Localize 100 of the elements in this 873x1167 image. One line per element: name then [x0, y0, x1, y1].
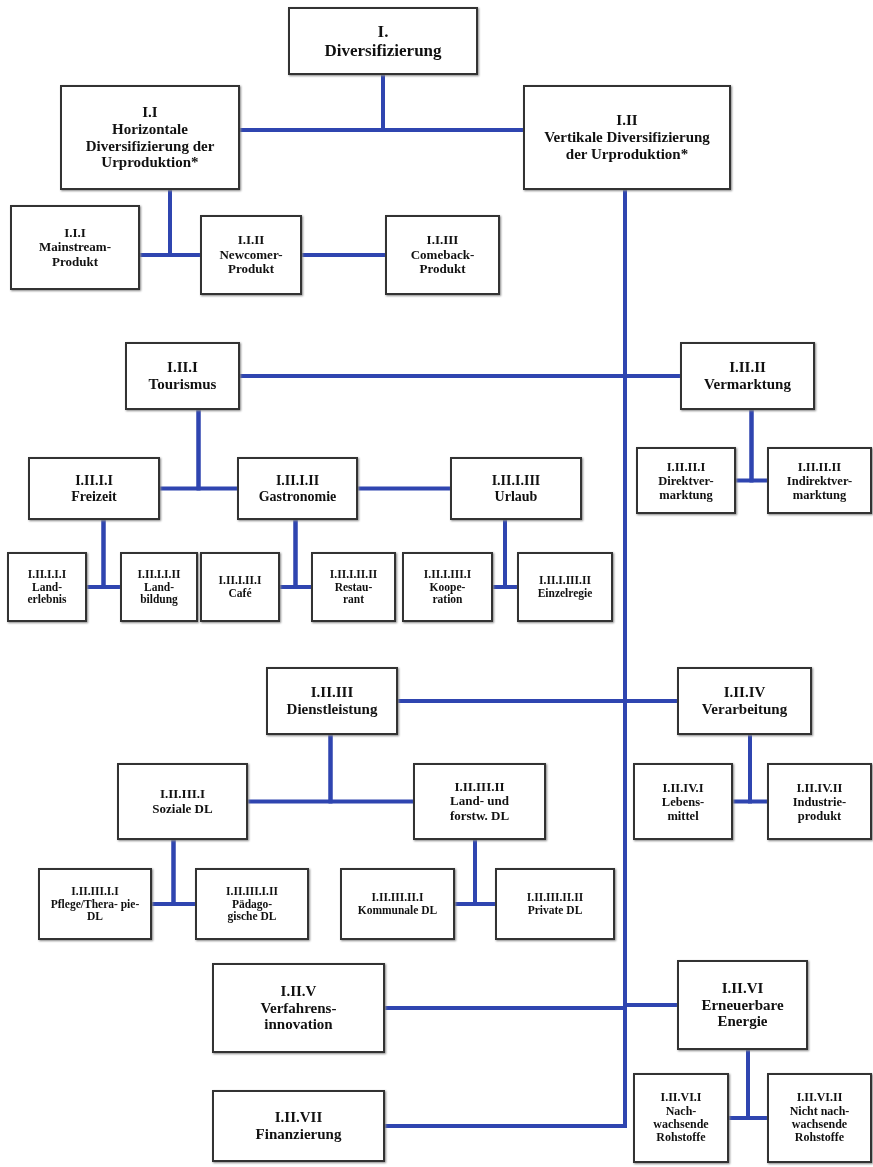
- section-number: I.II.III.I.I: [71, 884, 119, 898]
- section-number: I.II.VI: [721, 979, 764, 997]
- category-box: [38, 868, 152, 940]
- category-box: [495, 868, 615, 940]
- category-label: Koope- ration: [428, 580, 467, 607]
- section-number: I.II.IV: [723, 684, 766, 701]
- section-number: I.II: [616, 112, 638, 130]
- category-box: [517, 552, 613, 622]
- category-box: [450, 457, 582, 520]
- connector-line: [196, 410, 237, 491]
- category-label: Café: [228, 587, 252, 600]
- section-number: I.II.III: [310, 684, 354, 701]
- connector-line: [381, 75, 523, 132]
- category-box: [200, 215, 302, 295]
- category-box: [212, 1090, 385, 1162]
- section-number: I.II.I.II: [275, 472, 320, 489]
- section-number: I.II.VII: [274, 1109, 323, 1126]
- category-label: Mainstream- Produkt: [38, 240, 112, 270]
- category-label: Einzelregie: [537, 587, 593, 600]
- category-label: Verarbeitung: [701, 701, 788, 718]
- category-label: Restau- rant: [333, 580, 374, 607]
- section-number: I.II.I.I.I: [27, 567, 67, 581]
- category-box: [633, 1073, 729, 1163]
- category-box: [7, 552, 87, 622]
- category-label: Newcomer- Produkt: [218, 247, 284, 277]
- category-label: Finanzierung: [255, 1126, 342, 1143]
- connector-line: [746, 1050, 767, 1120]
- category-label: Dienstleistung: [286, 701, 378, 718]
- category-label: Land- bildung: [139, 580, 179, 607]
- category-box: [413, 763, 546, 840]
- category-box: [237, 457, 358, 520]
- category-label: Land- und forstw. DL: [448, 794, 511, 824]
- section-number: I.II.III.I: [159, 786, 206, 802]
- category-box: [636, 447, 736, 514]
- connector-line: [749, 410, 767, 483]
- connector-line: [171, 840, 195, 906]
- section-number: I.II.I: [167, 359, 198, 376]
- section-number: I.II.I.II.I: [218, 574, 262, 587]
- section-number: I.I.I: [64, 225, 86, 241]
- category-label: Erneuerbare Energie: [700, 996, 785, 1031]
- section-number: I.II.I.II.II: [329, 567, 378, 581]
- category-label: Private DL: [527, 904, 583, 917]
- connector-line: [101, 520, 120, 589]
- connector-line: [168, 190, 200, 257]
- section-number: I.II.III.II.II: [526, 891, 584, 904]
- section-number: I.II.I.III: [491, 472, 541, 489]
- section-number: I.II.III.I.II: [226, 884, 278, 898]
- section-number: I.II.II.I: [666, 459, 706, 474]
- section-number: I.II.II.II: [797, 459, 842, 474]
- section-number: I.II.IV.I: [662, 780, 704, 795]
- section-number: I.II.III.II.I: [371, 891, 424, 904]
- category-label: Nach- wachsende Rohstoffe: [652, 1104, 710, 1145]
- category-box: [677, 960, 808, 1050]
- section-number: I.II.II: [729, 359, 766, 376]
- category-label: Freizeit: [71, 488, 117, 505]
- section-number: I.I.II: [237, 233, 265, 248]
- category-box: [125, 342, 240, 410]
- connector-line: [293, 520, 311, 589]
- section-number: I.I: [142, 103, 158, 121]
- section-number: I.II.IV.II: [796, 780, 843, 795]
- category-label: Soziale DL: [152, 801, 213, 817]
- category-label: Nicht nach- wachsende Rohstoffe: [788, 1104, 851, 1145]
- category-label: Land- erlebnis: [26, 580, 68, 607]
- category-box: [523, 85, 731, 190]
- category-label: Indirektver- marktung: [785, 473, 854, 502]
- category-box: [767, 447, 872, 514]
- category-label: Horizontale Diversifizierung der Urproduktion*: [84, 120, 216, 172]
- category-label: Kommunale DL: [357, 904, 438, 917]
- category-label: Lebens- mittel: [660, 794, 706, 823]
- category-box: [120, 552, 198, 622]
- category-label: Vermarktung: [704, 376, 791, 393]
- category-box: [677, 667, 812, 735]
- section-number: I.II.VI.II: [796, 1091, 843, 1105]
- section-number: I.II.I.III.II: [539, 574, 591, 587]
- category-box: [28, 457, 160, 520]
- connector-line: [358, 486, 450, 491]
- category-box: [680, 342, 815, 410]
- category-box: [60, 85, 240, 190]
- category-label: Industrie- produkt: [791, 794, 848, 823]
- section-number: I.II.III.II: [454, 779, 505, 795]
- section-number: I.II.I.III.I: [423, 567, 472, 581]
- category-label: Pädago- gische DL: [226, 897, 278, 924]
- section-number: I.II.I.I.II: [137, 567, 181, 581]
- connector-line: [473, 840, 495, 906]
- category-label: Tourismus: [148, 376, 217, 393]
- category-label: Gastronomie: [258, 488, 337, 505]
- category-box: [200, 552, 280, 622]
- category-label: Diversifizierung: [324, 41, 442, 61]
- category-label: Urlaub: [494, 488, 538, 505]
- category-box: [340, 868, 455, 940]
- category-label: Verfahrens- innovation: [259, 999, 338, 1034]
- category-label: Vertikale Diversifizierung der Urproduktion*: [543, 129, 711, 163]
- section-number: I.I.III: [426, 233, 459, 248]
- category-box: [767, 763, 872, 840]
- category-box: [212, 963, 385, 1053]
- connector-line: [302, 253, 385, 257]
- category-label: Pflege/Thera- pie-DL: [49, 897, 141, 924]
- category-label: Direktver- marktung: [657, 473, 715, 502]
- section-number: I.II.I.I: [75, 472, 113, 489]
- category-box: [311, 552, 396, 622]
